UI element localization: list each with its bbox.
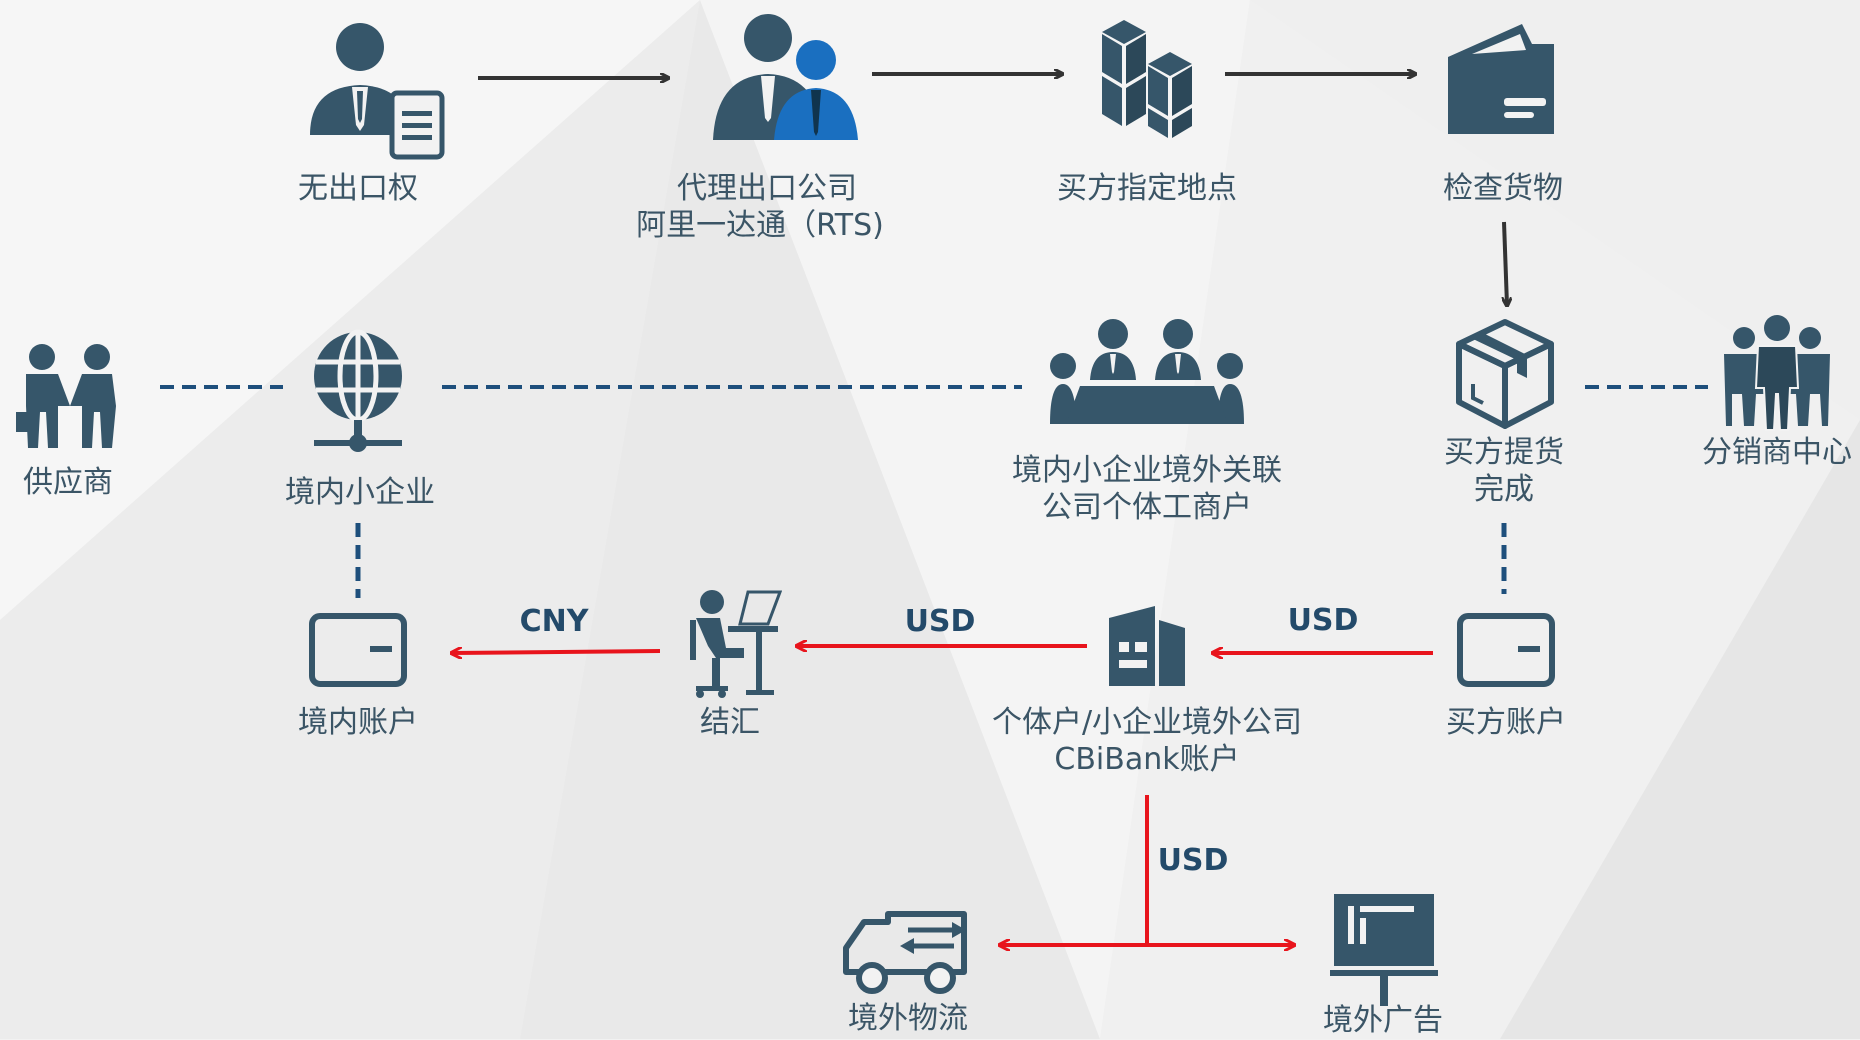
red-settle-domestic bbox=[452, 651, 661, 653]
domestic-card-icon bbox=[309, 613, 407, 687]
label-agent-line1: 代理出口公司 bbox=[677, 171, 857, 206]
currency-usd-buyer: USD bbox=[1287, 603, 1359, 638]
label-offshore-line2: 公司个体工商户 bbox=[1042, 490, 1252, 525]
label-offshore-line1: 境内小企业境外关联 bbox=[1012, 453, 1282, 488]
label-overseas-ads: 境外广告 bbox=[1323, 1003, 1443, 1038]
businessman-document-icon bbox=[310, 23, 445, 160]
currency-cny: CNY bbox=[519, 604, 589, 639]
label-inspect-goods: 检查货物 bbox=[1443, 171, 1563, 206]
label-pickup-line1: 买方提货 bbox=[1444, 435, 1564, 470]
label-domestic-sme: 境内小企业 bbox=[285, 475, 435, 510]
label-cbi-line1: 个体户/小企业境外公司 bbox=[991, 705, 1303, 740]
currency-usd-settle: USD bbox=[904, 604, 976, 639]
arrow-4 bbox=[1504, 221, 1507, 305]
building-icon bbox=[1109, 606, 1185, 686]
billboard-icon bbox=[1330, 894, 1438, 1006]
currency-usd-down: USD bbox=[1157, 843, 1229, 878]
label-settlement: 结汇 bbox=[700, 705, 760, 740]
label-supplier: 供应商 bbox=[23, 465, 113, 500]
agent-people-icon bbox=[713, 14, 858, 140]
label-buyer-account: 买方账户 bbox=[1446, 705, 1566, 740]
boxes-stack-icon bbox=[1102, 20, 1192, 138]
label-overseas-logistics: 境外物流 bbox=[848, 1001, 968, 1036]
supplier-people-icon bbox=[16, 344, 116, 448]
distribution-group-icon bbox=[1724, 315, 1830, 431]
truck-icon bbox=[843, 911, 967, 994]
buyer-card-icon bbox=[1457, 613, 1555, 687]
package-box-icon bbox=[1456, 319, 1554, 429]
meeting-group-icon bbox=[1050, 319, 1244, 424]
globe-network-icon bbox=[314, 329, 402, 452]
wallet-icon bbox=[1448, 24, 1554, 134]
person-desk-icon bbox=[690, 590, 782, 698]
label-pickup-line2: 完成 bbox=[1474, 472, 1534, 507]
label-cbi-line2: CBiBank账户 bbox=[1054, 742, 1240, 777]
label-agent-line2: 阿里一达通（RTS) bbox=[636, 208, 884, 243]
label-domestic-account: 境内账户 bbox=[298, 705, 418, 740]
label-buyer-location: 买方指定地点 bbox=[1057, 171, 1237, 206]
label-no-export-right: 无出口权 bbox=[298, 171, 418, 206]
label-distribution: 分销商中心 bbox=[1702, 435, 1852, 470]
